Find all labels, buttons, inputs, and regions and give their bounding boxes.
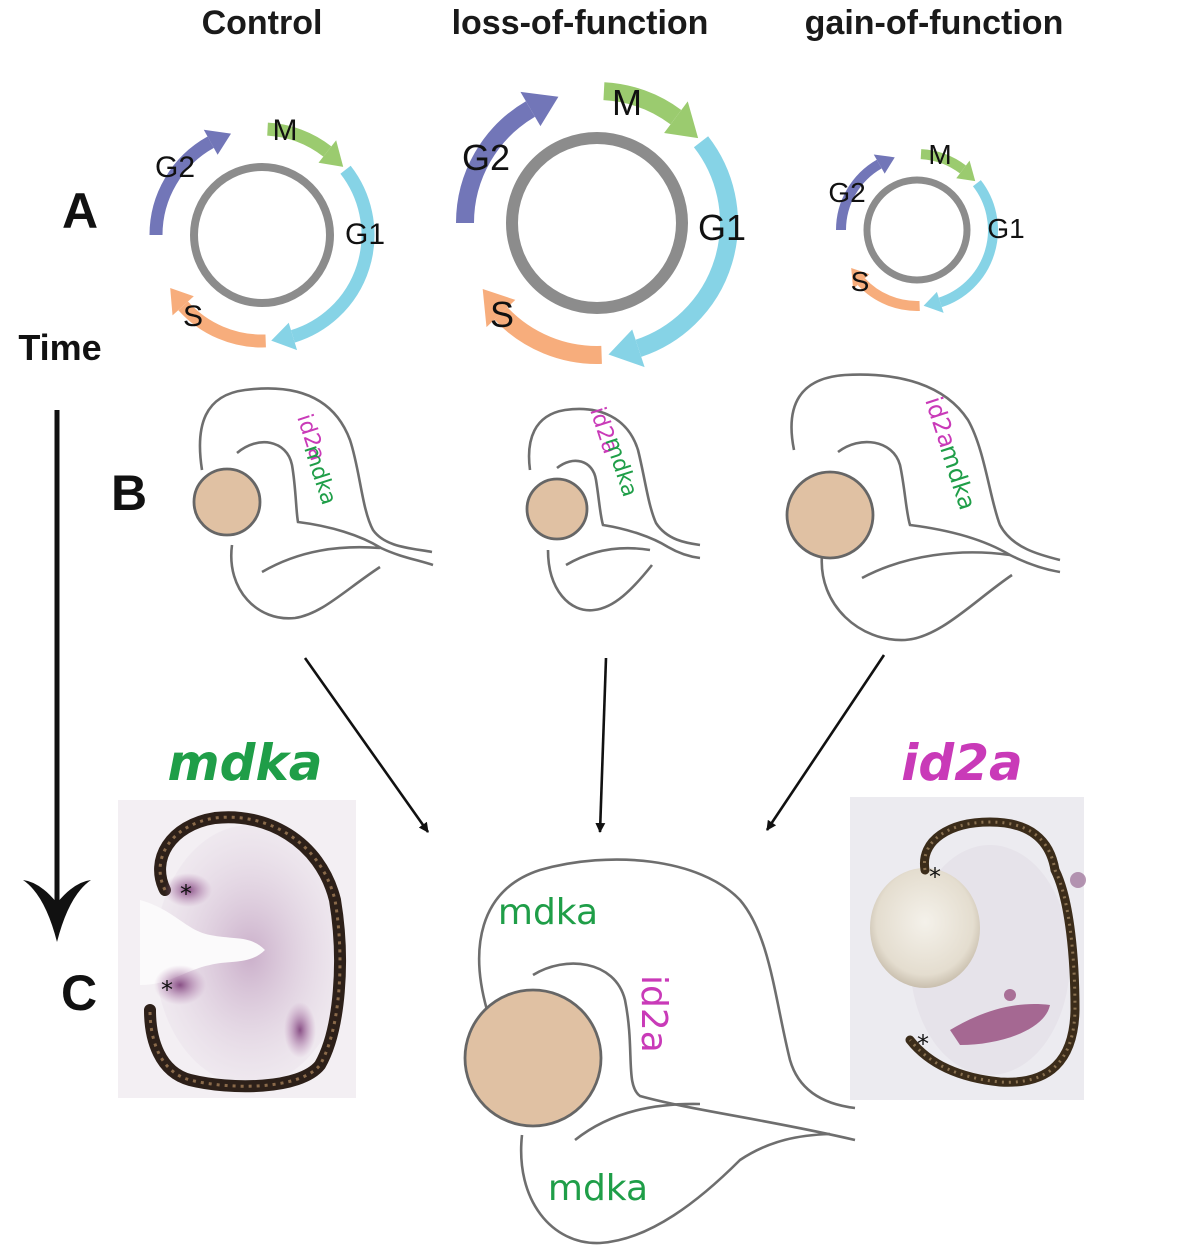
phase-arrowhead-s [851,268,870,290]
gene-label-mdka-lower: mdka [548,1168,648,1209]
column-title-loss-of-function: loss-of-function [452,4,709,42]
inner-cycle-ring [863,176,971,284]
phase-arc-s [857,278,920,311]
eye-schematic-result: mdka id2a mdka [463,858,856,1245]
gene-label-mdka-upper: mdka [498,892,598,933]
phase-label-g1: G1 [987,213,1024,244]
phase-arrowhead-m [664,101,699,139]
phase-arrowhead-s [482,289,516,328]
phase-label-g2: G2 [462,137,510,178]
phase-arc-g2 [149,136,214,236]
phase-arrowhead-g1 [608,329,645,368]
column-title-gain-of-function: gain-of-function [805,4,1064,42]
gene-label-mdka: mdka [934,441,981,513]
inner-cycle-ring [506,132,688,314]
phase-arc-s [178,301,266,348]
panel-label-b: B [111,465,147,521]
phase-arrowhead-g2 [520,91,559,127]
asterisk-marker: * [161,976,173,1004]
phase-label-s: S [183,300,203,333]
phase-arc-g1 [938,180,998,308]
phase-arrowhead-g1 [271,322,298,351]
phase-arc-m [603,82,682,125]
phase-arrowhead-m [956,160,976,182]
lens [525,477,589,541]
phase-label-g1: G1 [345,218,385,251]
asterisk-marker: * [917,1030,929,1058]
phase-arc-g2 [456,101,536,224]
phase-label-m: M [273,114,298,147]
cell-cycle-loss-of-function: G2 M G1S [456,82,746,368]
column-title-control: Control [202,4,323,42]
in-situ-photo-mdka: * * [118,800,356,1098]
panel-label-c: C [61,965,97,1021]
panel-label-a: A [62,183,98,239]
asterisk-marker: * [180,880,192,908]
lens [192,467,262,537]
convergence-arrows [303,654,886,833]
phase-arc-g1 [290,165,375,343]
gene-label-mdka: mdka [298,442,341,508]
in-situ-title-id2a: id2a [901,734,1022,792]
cell-cycle-control: G2 M G1S [149,114,385,351]
lens [785,470,875,560]
eye-schematic-loss-of-function: id2a mdka [525,404,701,612]
phase-arrowhead-g2 [873,154,895,174]
phase-label-m: M [612,82,642,123]
phase-arrowhead-m [318,140,344,167]
phase-arrowhead-s [170,288,194,316]
cell-cycle-gain-of-function: G2 M G1S [828,139,1025,313]
in-situ-title-mdka: mdka [168,734,323,792]
time-arrow [23,410,91,942]
phase-arc-g2 [836,159,882,231]
phase-label-m: M [928,139,951,170]
phase-label-g1: G1 [698,207,746,248]
in-situ-photo-id2a: * * [850,797,1086,1100]
gene-label-id2a: id2a [633,975,674,1053]
phase-arrowhead-g1 [923,291,944,313]
phase-arc-m [920,149,966,174]
phase-label-g2: G2 [828,177,865,208]
inner-cycle-ring [190,163,334,307]
phase-label-s: S [851,266,870,297]
phase-label-g2: G2 [155,151,195,184]
eye-schematic-control: id2a mdka [192,387,434,620]
phase-arc-m [267,122,332,157]
eye-schematic-gain-of-function: id2a mdka [785,373,1061,642]
asterisk-marker: * [929,863,941,891]
lens [463,988,603,1128]
phase-arc-g1 [635,136,738,357]
time-label: Time [18,327,101,368]
phase-label-s: S [490,294,514,335]
phase-arc-s [494,307,602,364]
phase-arrowhead-g2 [203,129,232,155]
